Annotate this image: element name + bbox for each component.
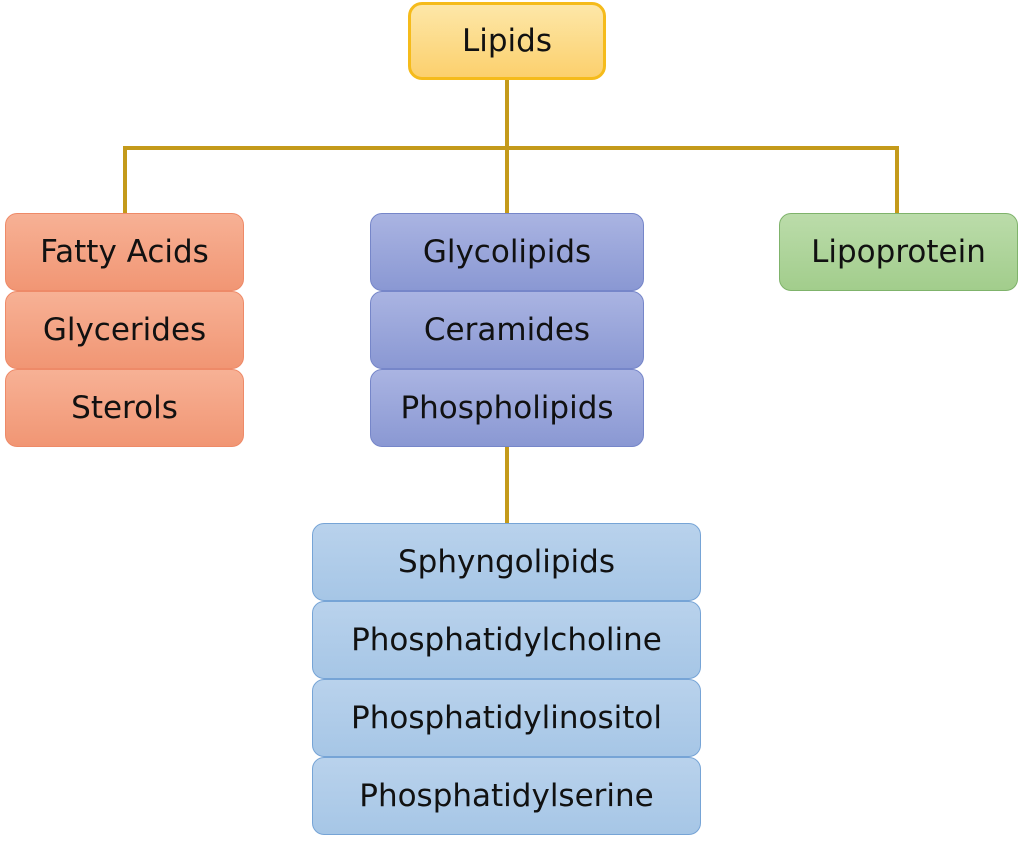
lipids-root-node: Lipids bbox=[408, 2, 606, 80]
phosphatidylcholine-node: Phosphatidylcholine bbox=[312, 601, 701, 679]
phospholipids-node: Phospholipids bbox=[370, 369, 644, 447]
sterols-node: Sterols bbox=[5, 369, 244, 447]
ceramides-node: Ceramides bbox=[370, 291, 644, 369]
lipoprotein-node: Lipoprotein bbox=[779, 213, 1018, 291]
glycolipids-node: Glycolipids bbox=[370, 213, 644, 291]
phosphatidylserine-node: Phosphatidylserine bbox=[312, 757, 701, 835]
glycerides-node: Glycerides bbox=[5, 291, 244, 369]
fatty-acids-node: Fatty Acids bbox=[5, 213, 244, 291]
sphyngolipids-node: Sphyngolipids bbox=[312, 523, 701, 601]
phosphatidylinositol-node: Phosphatidylinositol bbox=[312, 679, 701, 757]
